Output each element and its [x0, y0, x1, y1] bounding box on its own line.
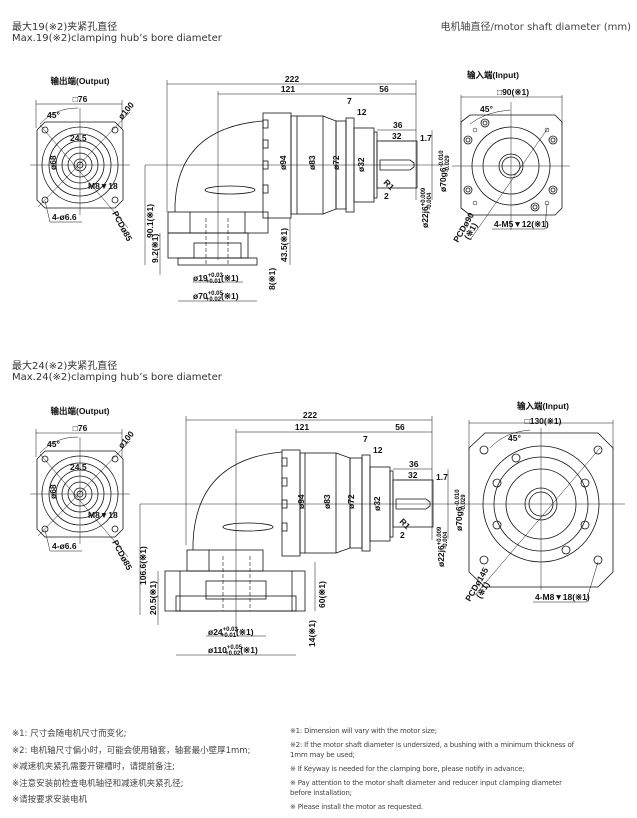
length-121-dim: 121 [295, 422, 309, 432]
note-en: ※1: Dimension will vary with the motor s… [290, 727, 437, 735]
total-length-dim: 222 [285, 74, 299, 84]
d94-dim: ø94 [296, 494, 306, 509]
dim-2: 2 [400, 530, 405, 540]
d72-dim: ø72 [331, 155, 341, 170]
input-view: 输入端(Input) □90(※1) 45° 4-M5▼12(※1) PCDø9… [451, 70, 570, 248]
height-side-dim: 43.5(※1) [279, 228, 289, 262]
bore-tolerance-dim: ø24+0.03+0.01(※1) [208, 627, 254, 639]
flange-tolerance-dim: ø110+0.05+0.02(※1) [208, 645, 258, 657]
spigot-tolerance-dim: ø70g6-0.010-0.029 [438, 150, 451, 192]
length-56-dim: 56 [395, 422, 405, 432]
input-pcd-dim: PCDø145(※1) [463, 565, 497, 607]
side-view: 222 121 56 ø94 ø83 ø72 ø32 7 12 36 32 1.… [138, 410, 467, 657]
d32-dim: ø32 [356, 157, 366, 172]
d32-dim: ø32 [372, 496, 382, 511]
height-total-dim: 106.6(※1) [138, 546, 148, 585]
note-cn: ※请按要求安装电机 [12, 795, 88, 805]
dim-32: 32 [408, 470, 418, 480]
height-bottom-dim: 8(※1) [267, 268, 277, 290]
dim-2: 2 [384, 191, 389, 201]
output-key-width-dim: 24.5 [70, 462, 87, 472]
output-pcd-dim: PCDø85 [110, 209, 134, 243]
motor-shaft-diameter-header: 电机轴直径/motor shaft diameter (mm) [440, 22, 631, 33]
input-view-title: 输入端(Input) [517, 401, 569, 411]
d83-dim: ø83 [322, 494, 332, 509]
output-view-title: 输出端(Output) [50, 76, 109, 86]
output-view-title: 输出端(Output) [50, 406, 109, 416]
note-cn: ※注意安装前检查电机轴径和减速机夹紧孔径; [12, 778, 184, 789]
d94-dim: ø94 [278, 155, 288, 170]
input-holes-dim: 4-M8▼18(※1) [535, 592, 590, 602]
input-square-dim: □90(※1) [497, 87, 529, 97]
output-square-dim: □76 [73, 423, 88, 433]
input-angle-dim: 45° [480, 104, 493, 114]
output-pilot-dim: ø68 [48, 484, 58, 499]
length-121-dim: 121 [281, 84, 295, 94]
note-en: ※2: If the motor shaft diameter is under… [290, 741, 574, 759]
input-holes-dim: 4-M5▼12(※1) [494, 219, 549, 229]
d83-dim: ø83 [307, 155, 317, 170]
input-square-dim: □130(※1) [525, 416, 562, 426]
shaft-tolerance-dim: ø22j6+0.009-0.004 [436, 526, 449, 567]
notes-english: ※1: Dimension will vary with the motor s… [290, 726, 580, 816]
height-total-dim: 90.1(※1) [145, 204, 155, 238]
output-view: 输出端(Output) □76 45° ø100 24.5 ø68 M8▼18 … [30, 76, 136, 243]
output-bolt-circle-dim: ø100 [116, 429, 136, 450]
output-key-width-dim: 24.5 [70, 133, 87, 143]
length-56-dim: 56 [379, 84, 389, 94]
dim-7: 7 [363, 434, 368, 444]
input-pcd-dim: PCDø90(※1) [451, 211, 483, 248]
drawing-max19: 输出端(Output) □76 45° ø100 24.5 ø68 M8▼18 … [30, 70, 570, 303]
dim-12: 12 [357, 107, 367, 117]
section-2-title-en: Max.24(※2)clamping hub’s bore diameter [12, 372, 222, 383]
notes-chinese: ※1: 尺寸会随电机尺寸而变化; ※2: 电机轴尺寸偏小时，可能会使用轴套，轴套… [12, 726, 250, 809]
output-angle-dim: 45° [47, 439, 60, 449]
flange-tolerance-dim: ø70+0.05+0.02(※1) [193, 291, 239, 303]
output-thread-dim: M8▼18 [88, 181, 118, 191]
dim-1-7: 1.7 [436, 472, 448, 482]
note-en: ※ Pay attention to the motor shaft diame… [290, 779, 562, 797]
output-view: 输出端(Output) □76 45° ø100 24.5 ø68 M8▼18 … [30, 406, 136, 572]
dim-36: 36 [393, 120, 403, 130]
note-en: ※ If Keyway is needed for the clamping b… [290, 765, 525, 773]
output-pilot-dim: ø68 [48, 155, 58, 170]
note-cn: ※减速机夹紧孔需要开键槽时，请提前备注; [12, 762, 175, 772]
height-low-dim: 20.5(※1) [148, 581, 158, 615]
dim-7: 7 [347, 96, 352, 106]
note-en: ※ Please install the motor as requested. [290, 803, 423, 811]
output-square-dim: □76 [73, 94, 88, 104]
dim-36: 36 [409, 459, 419, 469]
side-view: 222 121 56 ø94 ø83 ø72 ø32 7 12 36 32 1.… [144, 74, 451, 303]
height-low-dim: 9.2(※1) [150, 234, 160, 263]
note-cn: ※2: 电机轴尺寸偏小时，可能会使用轴套，轴套最小壁厚1mm; [12, 745, 251, 756]
output-pcd-dim: PCDø85 [110, 538, 134, 572]
input-view: 输入端(Input) □130(※1) 45° 4-M8▼18(※1) PCDø… [460, 401, 625, 607]
input-angle-dim: 45° [508, 433, 521, 443]
total-length-dim: 222 [303, 410, 317, 420]
output-thread-dim: M8▼18 [88, 510, 118, 520]
dim-32: 32 [392, 131, 402, 141]
section-2-title-cn: 最大24(※2)夹紧孔直径 [12, 361, 118, 372]
drawing-max24: 输出端(Output) □76 45° ø100 24.5 ø68 M8▼18 … [30, 401, 625, 657]
section-1-title-en: Max.19(※2)clamping hub’s bore diameter [12, 33, 222, 44]
output-holes-dim: 4-ø6.6 [52, 541, 77, 551]
output-angle-dim: 45° [47, 110, 60, 120]
dim-1-7: 1.7 [420, 133, 432, 143]
d72-dim: ø72 [346, 494, 356, 509]
output-bolt-circle-dim: ø100 [116, 100, 136, 121]
spigot-tolerance-dim: ø70g6-0.010-0.029 [454, 489, 467, 531]
bore-tolerance-dim: ø19+0.03+0.01(※1) [193, 273, 239, 285]
note-cn: ※1: 尺寸会随电机尺寸而变化; [12, 729, 127, 739]
section-1-title-cn: 最大19(※2)夹紧孔直径 [12, 22, 118, 33]
output-holes-dim: 4-ø6.6 [52, 212, 77, 222]
input-bolt-holes [479, 445, 603, 565]
height-side-dim: 60(※1) [317, 581, 327, 608]
dim-12: 12 [373, 445, 383, 455]
shaft-tolerance-dim: ø22j6+0.009-0.004 [420, 187, 433, 228]
height-bottom-dim: 14(※1) [307, 620, 317, 647]
input-view-title: 输入端(Input) [467, 70, 519, 80]
